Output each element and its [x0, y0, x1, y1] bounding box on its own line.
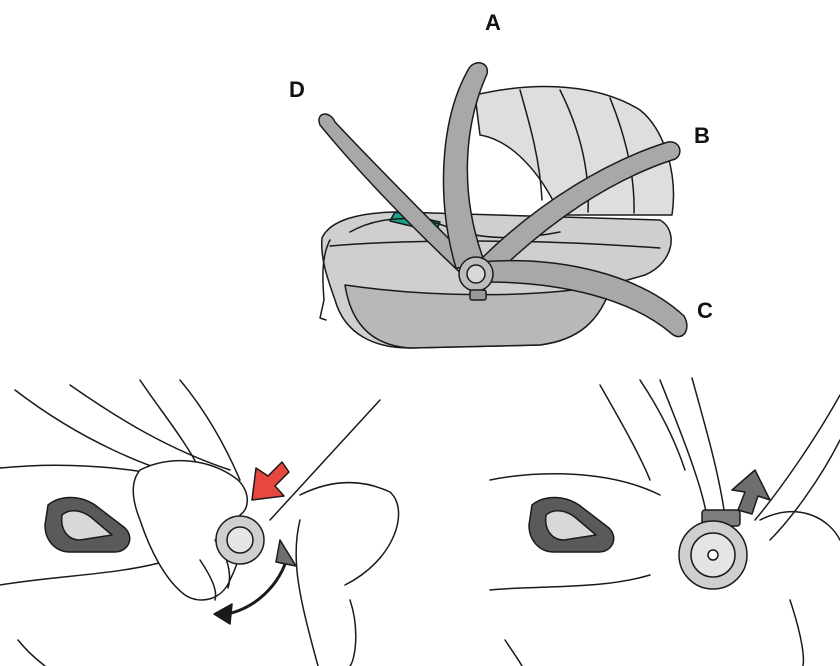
press-arrow: [252, 462, 289, 500]
rotate-arrowhead-up: [276, 540, 296, 566]
seat-contour: [270, 400, 380, 520]
seat-contour: [300, 483, 399, 585]
seat-contour: [600, 385, 650, 480]
seat-contour: [790, 600, 803, 666]
label-a: A: [485, 10, 501, 35]
rotate-arrowhead-down: [214, 604, 232, 624]
label-b: B: [694, 123, 710, 148]
label-d: D: [289, 77, 305, 102]
release-knob-center: [227, 527, 253, 553]
seat-contour: [350, 600, 356, 666]
seat-contour: [760, 512, 840, 540]
handle-arm: [755, 395, 840, 520]
step-lift-handle-panel: [490, 378, 840, 666]
car-seat-illustration: [319, 63, 687, 348]
step-press-and-rotate-panel: [0, 380, 399, 666]
seat-contour: [296, 520, 318, 666]
seat-contour: [490, 575, 650, 590]
seat-contour: [490, 474, 660, 495]
seat-contour: [18, 640, 45, 666]
label-c: C: [697, 298, 713, 323]
forearm: [70, 385, 230, 470]
handle-release-button: [470, 290, 486, 300]
handle-pivot-hub-center: [467, 265, 485, 283]
handle-arm: [692, 378, 724, 510]
handle-pivot-hub-center: [708, 550, 718, 560]
seat-contour: [505, 640, 522, 666]
seat-contour: [0, 560, 170, 585]
handle-arm: [660, 380, 706, 512]
